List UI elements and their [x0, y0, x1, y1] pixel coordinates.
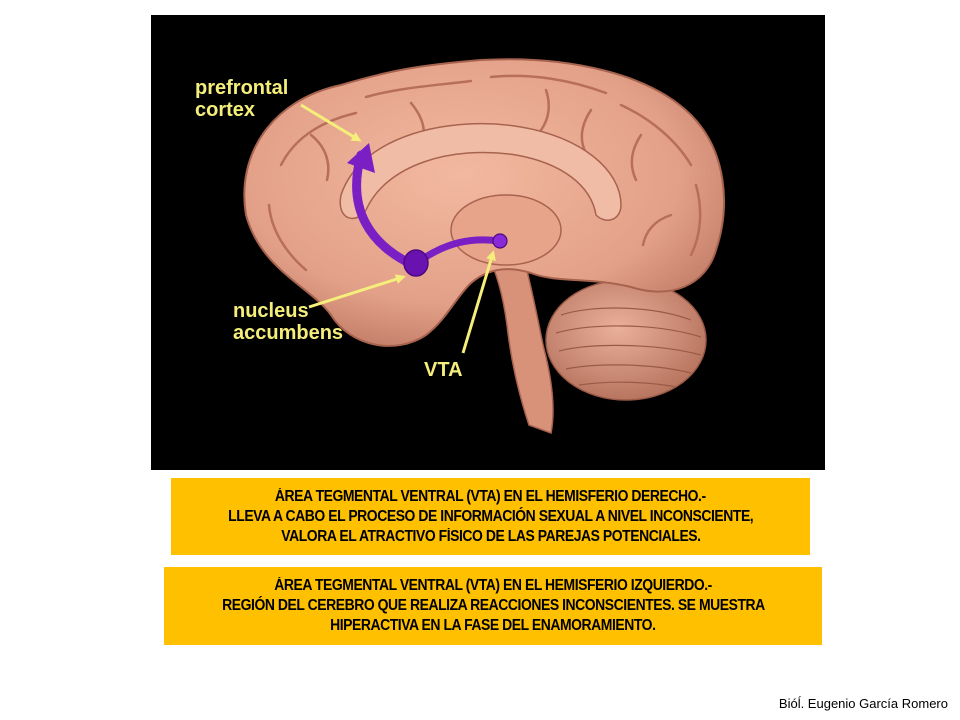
brain-diagram: prefrontal cortex nucleus accumbens VTA: [151, 15, 825, 470]
gyri-texture: [267, 74, 702, 272]
pathway-accumbens-to-cortex: [352, 150, 418, 270]
info-box-right-hemisphere: ÁREA TEGMENTAL VENTRAL (VTA) EN EL HEMIS…: [171, 478, 810, 555]
label-cortex: cortex: [195, 99, 255, 121]
box-right-line2: LLEVA A CABO EL PROCESO DE INFORMACIÓN S…: [227, 507, 754, 525]
label-vta: VTA: [424, 359, 463, 381]
nucleus-accumbens-node: [403, 249, 429, 277]
pathway-arrowhead: [347, 143, 375, 173]
nucleus-arrow: [308, 274, 406, 309]
label-accumbens: accumbens: [233, 322, 343, 344]
label-prefrontal: prefrontal: [195, 77, 288, 99]
label-nucleus: nucleus: [233, 300, 309, 322]
box-left-line3: HIPERACTIVA EN LA FASE DEL ENAMORAMIENTO…: [330, 617, 656, 634]
vta-arrow: [461, 250, 496, 354]
corpus-callosum: [339, 122, 622, 221]
box-right-line1: ÁREA TEGMENTAL VENTRAL (VTA) EN EL HEMIS…: [275, 487, 706, 505]
box-right-line3: VALORA EL ATRACTIVO FÍSICO DE LAS PAREJA…: [280, 527, 701, 545]
cerebellum-folds: [555, 307, 702, 388]
box-left-line2: REGIÓN DEL CEREBRO QUE REALIZA REACCIONE…: [221, 597, 765, 614]
box-left-line1: ÁREA TEGMENTAL VENTRAL (VTA) EN EL HEMIS…: [274, 577, 712, 594]
vta-node: [492, 233, 508, 249]
info-box-left-hemisphere: ÁREA TEGMENTAL VENTRAL (VTA) EN EL HEMIS…: [164, 567, 822, 645]
brainstem: [479, 243, 554, 435]
author-credit: Bióĺ. Eugenio García Romero: [778, 696, 948, 711]
pathway-vta-to-accumbens: [417, 236, 503, 264]
thalamus: [450, 194, 562, 266]
prefrontal-arrow: [300, 103, 362, 142]
